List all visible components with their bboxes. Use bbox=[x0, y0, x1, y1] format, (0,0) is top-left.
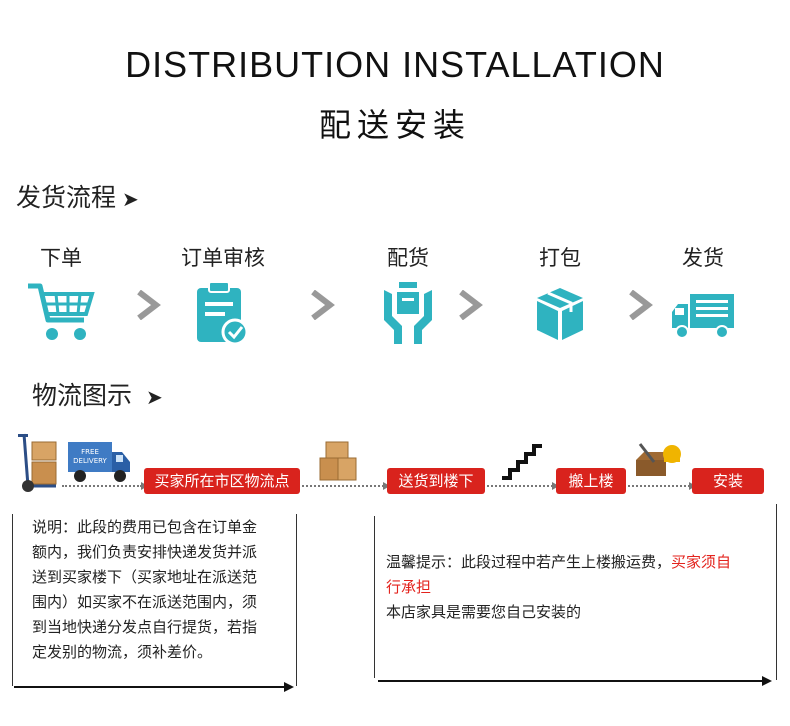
truck-text-line-2: DELIVERY bbox=[73, 457, 107, 465]
note-warning-text: 行承担 bbox=[386, 578, 432, 596]
heading-arrow-icon: ➤ bbox=[146, 385, 163, 409]
page-title-cn: 配送安装 bbox=[318, 106, 471, 144]
truck-text-line-1: FREE bbox=[81, 448, 99, 456]
shopping-cart-icon bbox=[28, 283, 95, 340]
step-label: 配货 bbox=[387, 246, 429, 270]
note-right: 温馨提示：此段过程中若产生上楼搬运费，买家须自 行承担 本店家具是需要您自己安装… bbox=[386, 550, 772, 625]
heading-arrow-icon: ➤ bbox=[122, 187, 139, 211]
chevron-right-icon bbox=[136, 289, 162, 324]
arrow-line bbox=[378, 676, 772, 686]
note-line: 送到买家楼下（买家地址在派送范 bbox=[32, 568, 258, 586]
note-line: 额内，我们负责安排快递发货并派 bbox=[32, 543, 258, 561]
note-text: 温馨提示：此段过程中若产生上楼搬运费， bbox=[386, 553, 672, 571]
truck-icon bbox=[672, 294, 734, 339]
dotted-connector bbox=[487, 482, 559, 490]
tag-deliver-downstairs: 送货到楼下 bbox=[387, 468, 485, 494]
process-heading: 发货流程➤ bbox=[16, 178, 139, 214]
step-picking: 配货 bbox=[353, 242, 463, 346]
note-line: 温馨提示：此段过程中若产生上楼搬运费，买家须自 bbox=[386, 550, 772, 575]
logistics-heading: 物流图示 ➤ bbox=[32, 376, 163, 412]
note-line: 到当地快递分发点自行提货，若指 bbox=[32, 618, 258, 636]
note-left-border bbox=[12, 514, 13, 686]
step-packing: 打包 bbox=[505, 242, 615, 346]
box-icon bbox=[537, 288, 583, 340]
chevron-right-icon bbox=[628, 289, 654, 324]
chevron-right-icon bbox=[310, 289, 336, 324]
note-line: 说明：此段的费用已包含在订单金 bbox=[32, 518, 258, 536]
step-order-review: 订单审核 bbox=[168, 242, 278, 346]
step-order: 下单 bbox=[6, 242, 116, 346]
step-label: 订单审核 bbox=[181, 246, 265, 270]
dotted-connector bbox=[302, 482, 390, 490]
dotted-connector bbox=[62, 482, 148, 490]
tools-icon bbox=[636, 443, 681, 476]
note-warning-text: 买家须自 bbox=[671, 553, 732, 571]
step-label: 发货 bbox=[682, 246, 724, 270]
hands-package-icon bbox=[384, 282, 432, 344]
tag-installation: 安装 bbox=[692, 468, 764, 494]
step-shipping: 发货 bbox=[648, 242, 758, 346]
stairs-icon bbox=[502, 444, 542, 480]
note-left-border bbox=[296, 514, 297, 686]
step-label: 打包 bbox=[539, 246, 581, 270]
chevron-right-icon bbox=[458, 289, 484, 324]
hand-truck-icon bbox=[18, 433, 57, 492]
note-line: 定发别的物流，须补差价。 bbox=[32, 643, 213, 661]
note-right-border bbox=[776, 504, 777, 680]
note-line: 围内）如买家不在派送范围内，须 bbox=[32, 593, 258, 611]
process-heading-text: 发货流程 bbox=[16, 183, 117, 212]
tag-carry-upstairs: 搬上楼 bbox=[556, 468, 626, 494]
note-left: 说明：此段的费用已包含在订单金 额内，我们负责安排快递发货并派 送到买家楼下（买… bbox=[32, 515, 288, 665]
clipboard-check-icon bbox=[197, 281, 249, 346]
delivery-truck-icon: FREE DELIVERY bbox=[68, 442, 130, 482]
page-title-en: DISTRIBUTION INSTALLATION bbox=[125, 44, 665, 85]
note-line: 本店家具是需要您自己安装的 bbox=[386, 603, 582, 621]
note-right-border bbox=[374, 516, 375, 678]
logistics-heading-text: 物流图示 bbox=[32, 381, 133, 410]
stacked-boxes-icon bbox=[319, 441, 357, 481]
arrow-line bbox=[14, 682, 294, 692]
tag-local-depot: 买家所在市区物流点 bbox=[144, 468, 300, 494]
step-label: 下单 bbox=[40, 246, 82, 270]
dotted-connector bbox=[628, 482, 696, 490]
